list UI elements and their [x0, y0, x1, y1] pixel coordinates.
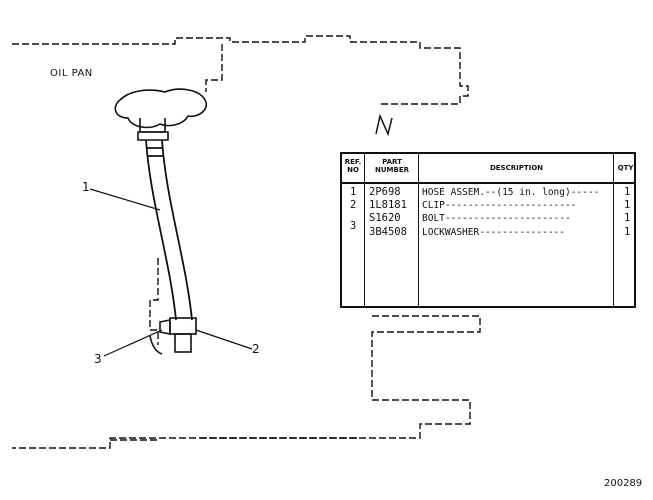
row-3-part: S1620 — [369, 212, 401, 224]
drain-valve-fitting — [114, 88, 207, 141]
row-4-ref: 3 — [350, 220, 357, 232]
oil-pan-outline — [12, 35, 469, 105]
row-3-qty: 1 — [624, 212, 631, 224]
row-3-desc: BOLT---------------------- — [422, 213, 571, 224]
housing-outline-bottom — [110, 437, 360, 441]
figure-number: 200289 — [604, 478, 643, 489]
leader-lines — [89, 188, 253, 357]
row-2-qty: 1 — [624, 199, 631, 211]
row-2-ref: 2 — [350, 199, 357, 211]
header-qty: QTY — [617, 164, 634, 172]
row-4-qty: 1 — [624, 226, 631, 238]
hose-end-fitting — [149, 317, 197, 355]
housing-outline-lower — [12, 315, 481, 449]
row-4-part: 3B4508 — [369, 226, 407, 238]
housing-outline-left — [149, 258, 159, 345]
row-1-part: 2P698 — [369, 186, 401, 198]
north-arrow — [375, 113, 393, 137]
drain-stub — [205, 44, 223, 92]
callout-2: 2 — [252, 342, 260, 356]
header-description: DESCRIPTION — [489, 164, 544, 172]
header-ref-no: REF. NO — [344, 158, 362, 174]
parts-table: REF. NO PART NUMBER DESCRIPTION QTY 1 2P… — [340, 152, 636, 308]
row-2-part: 1L8181 — [369, 199, 407, 211]
hose-assembly — [145, 139, 193, 321]
row-1-ref: 1 — [350, 186, 357, 198]
callout-3: 3 — [94, 352, 102, 366]
row-1-desc: HOSE ASSEM.--(15 in. long)----- — [422, 187, 600, 198]
oil-pan-label: OIL PAN — [50, 68, 93, 79]
row-1-qty: 1 — [624, 186, 631, 198]
header-part-number: PART NUMBER — [374, 158, 409, 174]
callout-1: 1 — [82, 180, 90, 194]
row-2-desc: CLIP----------------------- — [422, 200, 577, 211]
row-4-desc: LOCKWASHER--------------- — [422, 227, 565, 238]
